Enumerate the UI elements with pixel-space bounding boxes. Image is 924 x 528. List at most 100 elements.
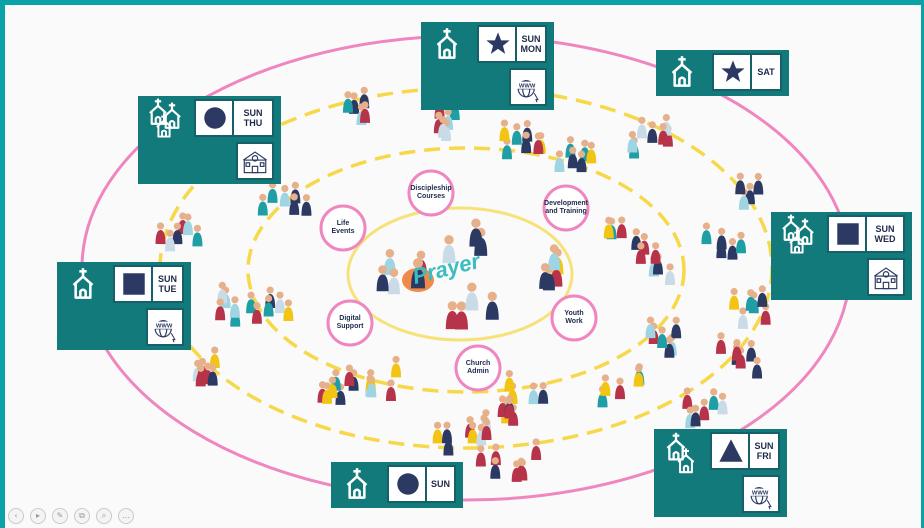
play-icon[interactable]: ▸ xyxy=(30,508,46,524)
ministry-circle xyxy=(454,344,502,392)
person-figure xyxy=(442,235,456,264)
circle-icon xyxy=(204,107,226,129)
person-figure xyxy=(528,382,539,405)
ministry-circle-label: Discipleship Courses xyxy=(410,185,452,200)
schedule-box: SAT xyxy=(712,53,782,91)
person-figure xyxy=(301,194,312,216)
church-group-icon xyxy=(149,98,181,138)
website-icon: WWW xyxy=(516,80,539,103)
schedule-box: SUN FRI xyxy=(710,432,780,470)
person-figure xyxy=(263,294,274,317)
schedule-divider xyxy=(151,265,153,303)
person-figure xyxy=(342,91,353,113)
church-pair-icon xyxy=(666,432,695,474)
person-figure xyxy=(727,238,738,260)
schedule-divider xyxy=(750,53,752,91)
schedule-divider xyxy=(232,99,234,137)
person-figure xyxy=(701,222,712,245)
ministry-circle xyxy=(319,204,367,252)
person-figure xyxy=(576,150,587,173)
person-figure xyxy=(647,121,658,143)
person-figure xyxy=(736,231,747,254)
person-figure xyxy=(504,396,515,419)
person-figure xyxy=(499,119,510,142)
person-figure xyxy=(645,316,656,339)
person-figure xyxy=(454,301,468,330)
person-figure xyxy=(229,296,240,318)
school-box xyxy=(867,258,905,296)
ministry-circle xyxy=(326,299,374,347)
person-figure xyxy=(635,242,646,264)
person-figure xyxy=(717,392,728,415)
person-figure xyxy=(279,184,290,207)
person-figure xyxy=(209,346,220,369)
person-figure xyxy=(376,265,389,292)
person-figure xyxy=(665,263,676,285)
person-figure xyxy=(385,379,396,401)
church-icon xyxy=(72,268,94,299)
person-figure xyxy=(757,285,768,307)
person-figure xyxy=(708,388,719,410)
person-figure xyxy=(729,287,740,310)
person-figure xyxy=(600,374,611,396)
schedule-box: SUN xyxy=(387,465,456,503)
svg-text:WWW: WWW xyxy=(519,83,536,89)
church-icon xyxy=(346,468,368,499)
person-figure xyxy=(627,130,638,153)
schedule-box: SUN THU xyxy=(194,99,274,137)
person-figure xyxy=(391,355,402,378)
person-figure xyxy=(716,227,727,250)
people-layer xyxy=(155,86,771,482)
service-station-top-right: SAT xyxy=(656,50,789,96)
person-figure xyxy=(165,229,176,252)
service-station-bottom: SUN xyxy=(331,462,463,508)
square-icon xyxy=(837,223,859,245)
church-icon xyxy=(671,56,693,87)
prev-icon[interactable]: ‹ xyxy=(8,508,24,524)
ministry-circle-layer xyxy=(319,169,598,392)
service-days: SUN FRI xyxy=(754,441,774,461)
person-figure xyxy=(155,222,166,244)
copy-icon[interactable]: ⧉ xyxy=(74,508,90,524)
web-box: WWW xyxy=(509,68,547,106)
pen-icon[interactable]: ✎ xyxy=(52,508,68,524)
schedule-divider xyxy=(515,25,517,63)
more-icon[interactable]: … xyxy=(118,508,134,524)
person-figure xyxy=(215,298,226,321)
dashed-ring-inner xyxy=(246,146,686,394)
person-figure xyxy=(172,222,183,245)
person-figure xyxy=(690,404,701,427)
person-figure xyxy=(682,387,693,409)
circle-icon xyxy=(397,473,419,495)
service-days: SUN MON xyxy=(520,34,542,54)
person-figure xyxy=(366,375,377,398)
schedule-divider xyxy=(865,215,867,253)
person-figure xyxy=(485,291,499,320)
person-figure xyxy=(387,268,400,295)
person-figure xyxy=(671,316,682,339)
service-days: SUN TUE xyxy=(157,274,177,294)
church-icon xyxy=(436,28,458,59)
web-box: WWW xyxy=(742,475,780,513)
person-figure xyxy=(731,338,742,361)
zoom-icon[interactable]: ⌕ xyxy=(96,508,112,524)
person-figure xyxy=(469,218,483,247)
person-figure xyxy=(517,458,528,481)
person-figure xyxy=(344,364,355,387)
person-figure xyxy=(327,376,338,399)
person-figure xyxy=(745,289,756,311)
person-figure xyxy=(511,123,522,145)
person-figure xyxy=(467,421,478,444)
person-figure xyxy=(360,101,371,123)
svg-text:WWW: WWW xyxy=(752,490,769,496)
person-figure xyxy=(658,122,669,145)
web-box: WWW xyxy=(146,308,184,346)
person-figure xyxy=(246,291,257,314)
person-figure xyxy=(411,258,425,289)
person-figure xyxy=(251,302,262,324)
person-figure xyxy=(650,242,661,264)
service-days: SAT xyxy=(757,67,775,77)
star-icon xyxy=(721,60,745,82)
ministry-circle-label: Church Admin xyxy=(465,360,491,375)
